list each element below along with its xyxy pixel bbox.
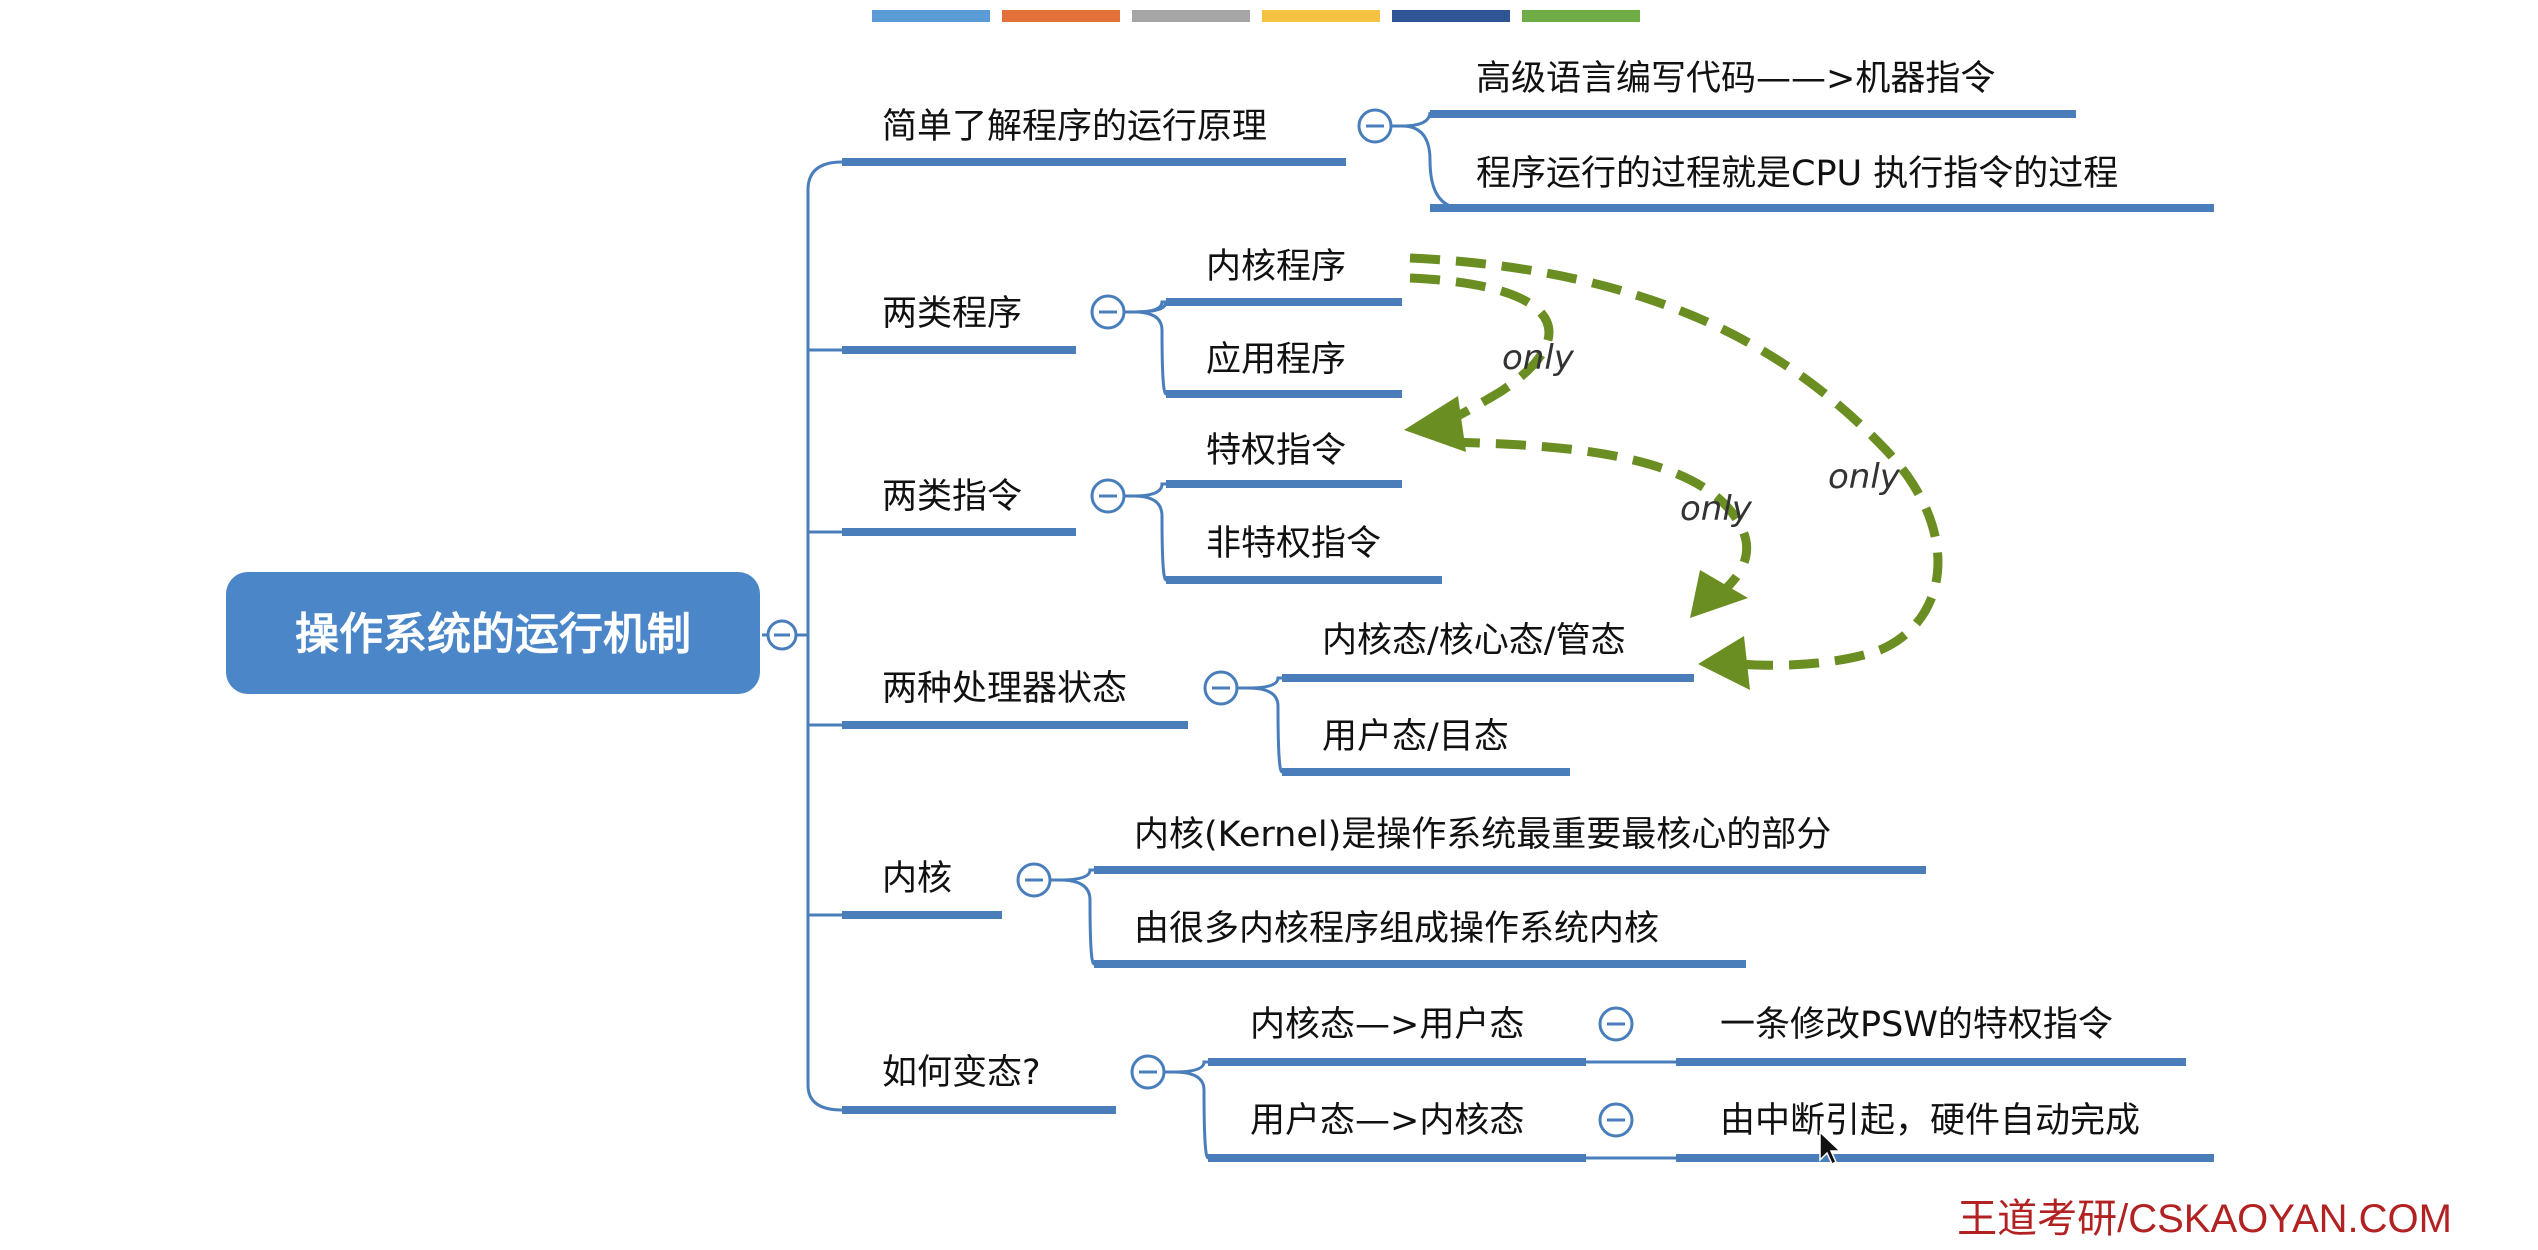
relation-kernel-program-to-privileged: only <box>1404 273 1575 452</box>
leaf-application-program[interactable]: 应用程序 <box>1166 340 1402 398</box>
detail-kernel-to-user[interactable]: 一条修改PSW的特权指令 <box>1676 1005 2186 1066</box>
leaf-label: 内核程序 <box>1206 247 1346 287</box>
leaf-label: 内核(Kernel)是操作系统最重要最核心的部分 <box>1134 815 1831 855</box>
connector <box>1050 868 1094 882</box>
watermark: 王道考研/CSKAOYAN.COM <box>1957 1197 2452 1241</box>
leaf-label: 内核态—>用户态 <box>1250 1005 1524 1045</box>
relation-label: only <box>1828 457 1901 497</box>
leaf-nonprivileged-instruction[interactable]: 非特权指令 <box>1166 524 1442 584</box>
root-node[interactable]: 操作系统的运行机制 <box>226 572 760 694</box>
leaf-label: 程序运行的过程就是CPU 执行指令的过程 <box>1476 154 2118 194</box>
connector <box>1133 494 1168 582</box>
leaf-kernel-composition[interactable]: 由很多内核程序组成操作系统内核 <box>1094 909 1746 968</box>
detail-label: 由中断引起，硬件自动完成 <box>1720 1101 2140 1141</box>
collapse-toggle-user-to-kernel[interactable] <box>1598 1102 1634 1138</box>
relation-label: only <box>1502 338 1575 378</box>
collapse-toggle-kernel-to-user[interactable] <box>1598 1006 1634 1042</box>
leaf-cpu-execution[interactable]: 程序运行的过程就是CPU 执行指令的过程 <box>1430 154 2214 212</box>
connector <box>1237 676 1282 690</box>
branch-label: 如何变态? <box>882 1053 1041 1093</box>
relation-label: only <box>1680 489 1753 529</box>
leaf-label: 用户态/目态 <box>1322 717 1509 757</box>
branch-run-principle[interactable]: 简单了解程序的运行原理 <box>842 107 1346 166</box>
trunk-connectors <box>762 160 843 1112</box>
palette-swatch <box>1132 10 1250 22</box>
collapse-toggle-two-instructions[interactable] <box>1090 478 1126 514</box>
leaf-label: 用户态—>内核态 <box>1250 1101 1524 1141</box>
arrowhead <box>1698 636 1750 690</box>
leaf-label: 应用程序 <box>1206 340 1346 380</box>
leaf-privileged-instruction[interactable]: 特权指令 <box>1166 431 1402 488</box>
branch-kernel[interactable]: 内核 <box>842 859 1002 919</box>
palette-swatch <box>1392 10 1510 22</box>
branch-processor-states[interactable]: 两种处理器状态 <box>842 669 1188 729</box>
branch-two-programs[interactable]: 两类程序 <box>842 294 1076 354</box>
root-label: 操作系统的运行机制 <box>295 609 691 660</box>
color-palette <box>872 10 1640 22</box>
branch-label: 两类指令 <box>882 477 1022 517</box>
palette-swatch <box>1522 10 1640 22</box>
leaf-kernel-program[interactable]: 内核程序 <box>1166 247 1402 306</box>
connector <box>1133 310 1168 396</box>
leaf-label: 内核态/核心态/管态 <box>1322 621 1626 661</box>
branch-two-instructions[interactable]: 两类指令 <box>842 477 1076 536</box>
collapse-toggle-kernel[interactable] <box>1016 862 1052 898</box>
arrowhead <box>1690 570 1748 618</box>
leaf-kernel-mode[interactable]: 内核态/核心态/管态 <box>1282 621 1694 682</box>
collapse-toggle-mode-switch[interactable] <box>1130 1054 1166 1090</box>
connector <box>1059 878 1096 966</box>
leaf-compile[interactable]: 高级语言编写代码——>机器指令 <box>1430 59 2076 118</box>
leaf-label: 高级语言编写代码——>机器指令 <box>1476 59 1995 99</box>
branch-label: 简单了解程序的运行原理 <box>882 107 1267 147</box>
leaf-label: 由很多内核程序组成操作系统内核 <box>1134 909 1659 949</box>
leaf-kernel-definition[interactable]: 内核(Kernel)是操作系统最重要最核心的部分 <box>1094 815 1926 874</box>
detail-label: 一条修改PSW的特权指令 <box>1720 1005 2113 1045</box>
palette-swatch <box>1002 10 1120 22</box>
root-collapse-toggle[interactable] <box>766 619 798 651</box>
relation-kernel-program-to-kernel-mode: only <box>1409 253 1943 690</box>
connector <box>1401 124 1463 210</box>
branch-label: 两类程序 <box>882 294 1022 334</box>
branch-label: 内核 <box>882 859 952 899</box>
leaf-user-mode[interactable]: 用户态/目态 <box>1282 717 1570 776</box>
branch-mode-switch[interactable]: 如何变态? <box>842 1053 1116 1114</box>
relation-privileged-to-kernel-mode: only <box>1449 437 1753 618</box>
leaf-kernel-to-user[interactable]: 内核态—>用户态 <box>1208 1005 1586 1066</box>
palette-swatch <box>1262 10 1380 22</box>
leaf-label: 非特权指令 <box>1206 524 1381 564</box>
collapse-toggle-two-programs[interactable] <box>1090 294 1126 330</box>
connector <box>1124 482 1166 498</box>
connector <box>1164 1060 1208 1074</box>
connector <box>1247 686 1284 774</box>
detail-user-to-kernel[interactable]: 由中断引起，硬件自动完成 <box>1676 1101 2214 1162</box>
connector <box>1173 1070 1210 1160</box>
leaf-label: 特权指令 <box>1206 431 1346 471</box>
collapse-toggle-run-principle[interactable] <box>1357 108 1393 144</box>
mouse-cursor-icon <box>1819 1130 1842 1166</box>
branch-label: 两种处理器状态 <box>882 669 1127 709</box>
leaf-user-to-kernel[interactable]: 用户态—>内核态 <box>1208 1101 1586 1162</box>
collapse-toggle-processor-states[interactable] <box>1203 670 1239 706</box>
palette-swatch <box>872 10 990 22</box>
